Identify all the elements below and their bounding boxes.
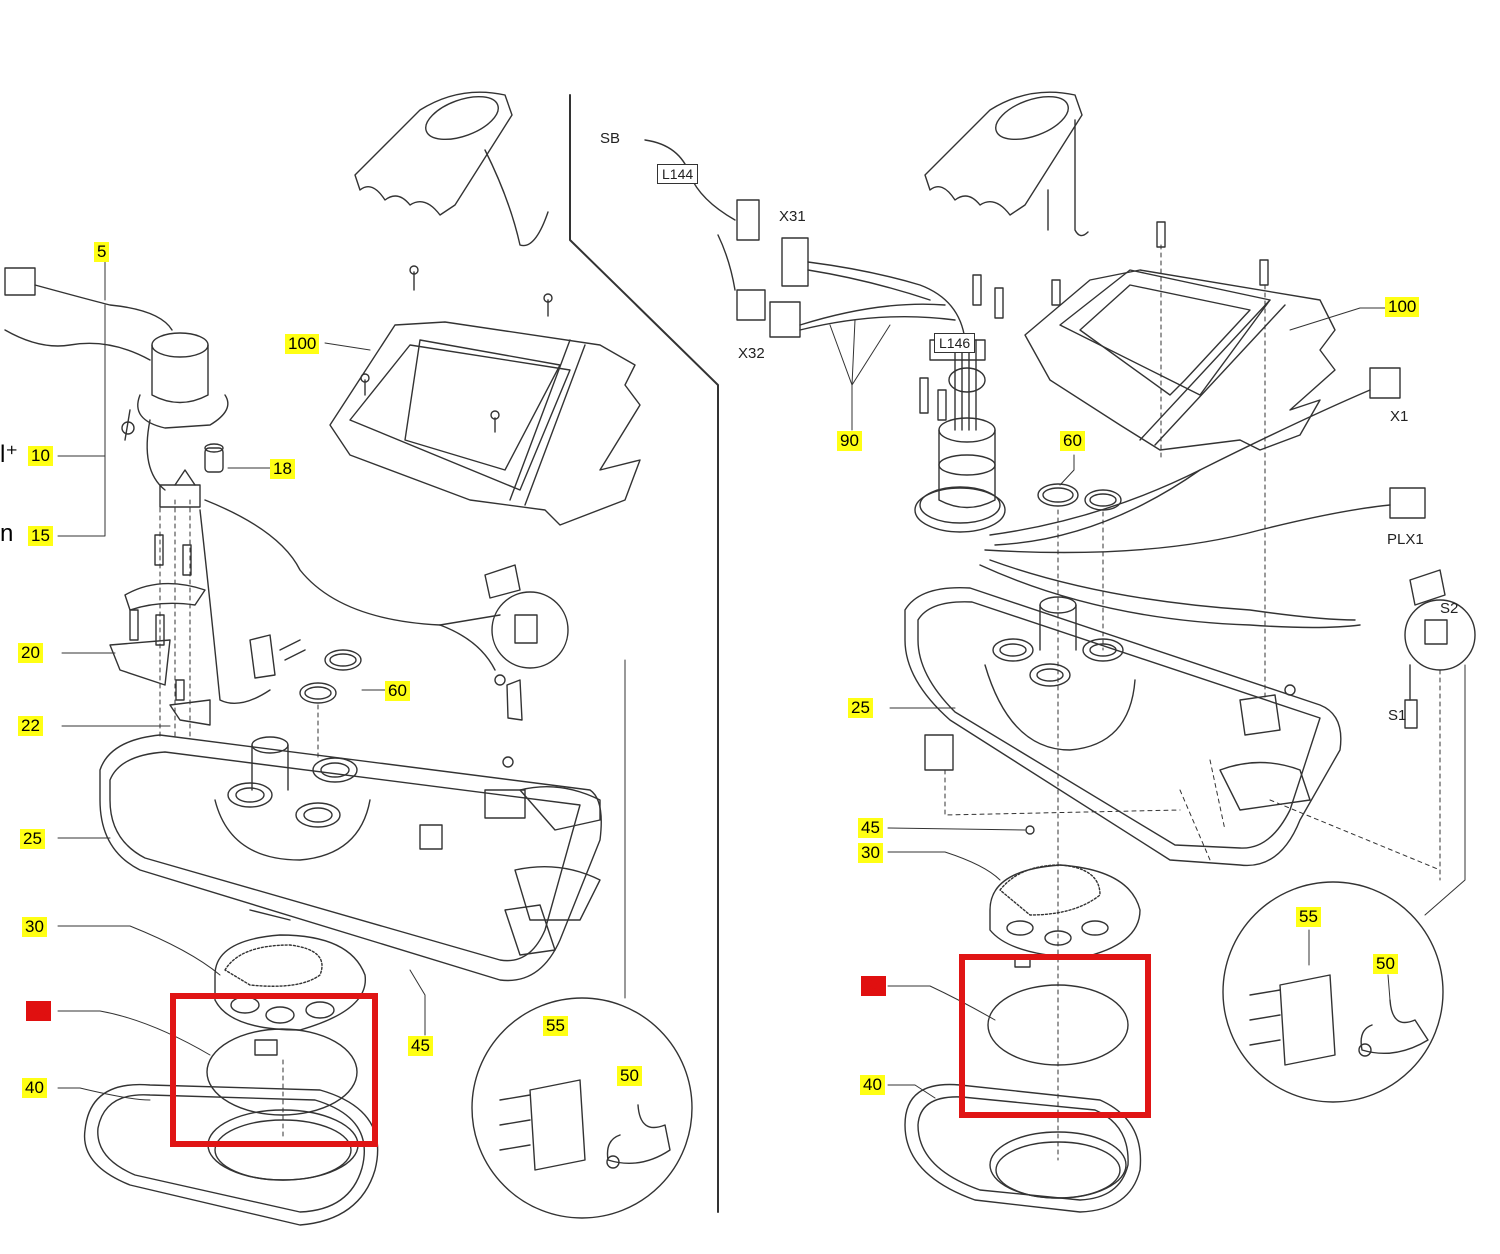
left-part-label-60: 60 xyxy=(385,681,410,701)
left-screws xyxy=(109,499,306,741)
right-top-handle xyxy=(924,91,1089,237)
left-detail-circle xyxy=(471,659,693,1219)
left-part-label-35-highlighted: 35 xyxy=(26,1001,51,1021)
left-part-label-45: 45 xyxy=(408,1036,433,1056)
right-control-plate xyxy=(1024,244,1336,701)
right-part-label-55: 55 xyxy=(1296,907,1321,927)
right-part-label-35-highlighted: 35 xyxy=(861,976,886,996)
cropped-text-fragment-1: l⁺ xyxy=(0,441,18,468)
left-part-label-15: 15 xyxy=(28,526,53,546)
right-pump-column xyxy=(914,339,1391,629)
switch-label-s1: S1 xyxy=(1388,707,1407,724)
left-base-body xyxy=(99,734,602,982)
right-part-label-40: 40 xyxy=(860,1075,885,1095)
left-part-label-10: 10 xyxy=(28,446,53,466)
right-part-label-45: 45 xyxy=(858,818,883,838)
right-cable-harness xyxy=(644,139,966,341)
right-part-label-30: 30 xyxy=(858,843,883,863)
right-part-label-60: 60 xyxy=(1060,431,1085,451)
left-part-label-18: 18 xyxy=(270,459,295,479)
right-part-label-90: 90 xyxy=(837,431,862,451)
left-leaders xyxy=(57,261,426,1101)
right-seal-and-base xyxy=(904,984,1142,1213)
wire-label-l144: L144 xyxy=(657,164,699,184)
left-switch-wires xyxy=(439,564,569,721)
right-detail-circle xyxy=(1222,664,1466,1103)
right-seal-highlight-box xyxy=(959,954,1151,1118)
right-base-body xyxy=(904,586,1441,881)
left-part-label-25: 25 xyxy=(20,829,45,849)
right-screws xyxy=(919,221,1269,421)
wire-label-l146: L146 xyxy=(934,333,976,353)
right-part-label-50: 50 xyxy=(1373,954,1398,974)
right-o-rings-60 xyxy=(1037,483,1122,1161)
connector-label-x31: X31 xyxy=(779,208,806,225)
left-part-label-22: 22 xyxy=(18,716,43,736)
left-o-rings-60 xyxy=(299,649,362,761)
left-part-label-100: 100 xyxy=(285,334,320,354)
left-part-label-40: 40 xyxy=(22,1078,47,1098)
right-leaders xyxy=(829,307,1391,1099)
left-part-label-20: 20 xyxy=(18,643,43,663)
right-connectors xyxy=(1369,367,1476,729)
left-pump-assembly xyxy=(4,267,441,704)
left-part-label-50: 50 xyxy=(617,1066,642,1086)
right-part-label-100: 100 xyxy=(1385,297,1420,317)
connector-label-x32: X32 xyxy=(738,345,765,362)
wire-label-sb: SB xyxy=(600,130,621,147)
left-part-label-30: 30 xyxy=(22,917,47,937)
left-seal-highlight-box xyxy=(170,993,378,1147)
panel-divider xyxy=(569,94,719,1213)
cropped-text-fragment-2: n xyxy=(0,520,14,547)
switch-label-s2: S2 xyxy=(1440,600,1459,617)
right-part-label-25: 25 xyxy=(848,698,873,718)
left-part-label-55: 55 xyxy=(543,1016,568,1036)
connector-label-x1: X1 xyxy=(1390,408,1409,425)
right-knob-30 xyxy=(989,825,1141,968)
left-part-label-5: 5 xyxy=(94,242,110,262)
left-control-plate xyxy=(329,265,641,526)
connector-label-plx1: PLX1 xyxy=(1387,531,1424,548)
left-top-handle xyxy=(354,91,549,247)
